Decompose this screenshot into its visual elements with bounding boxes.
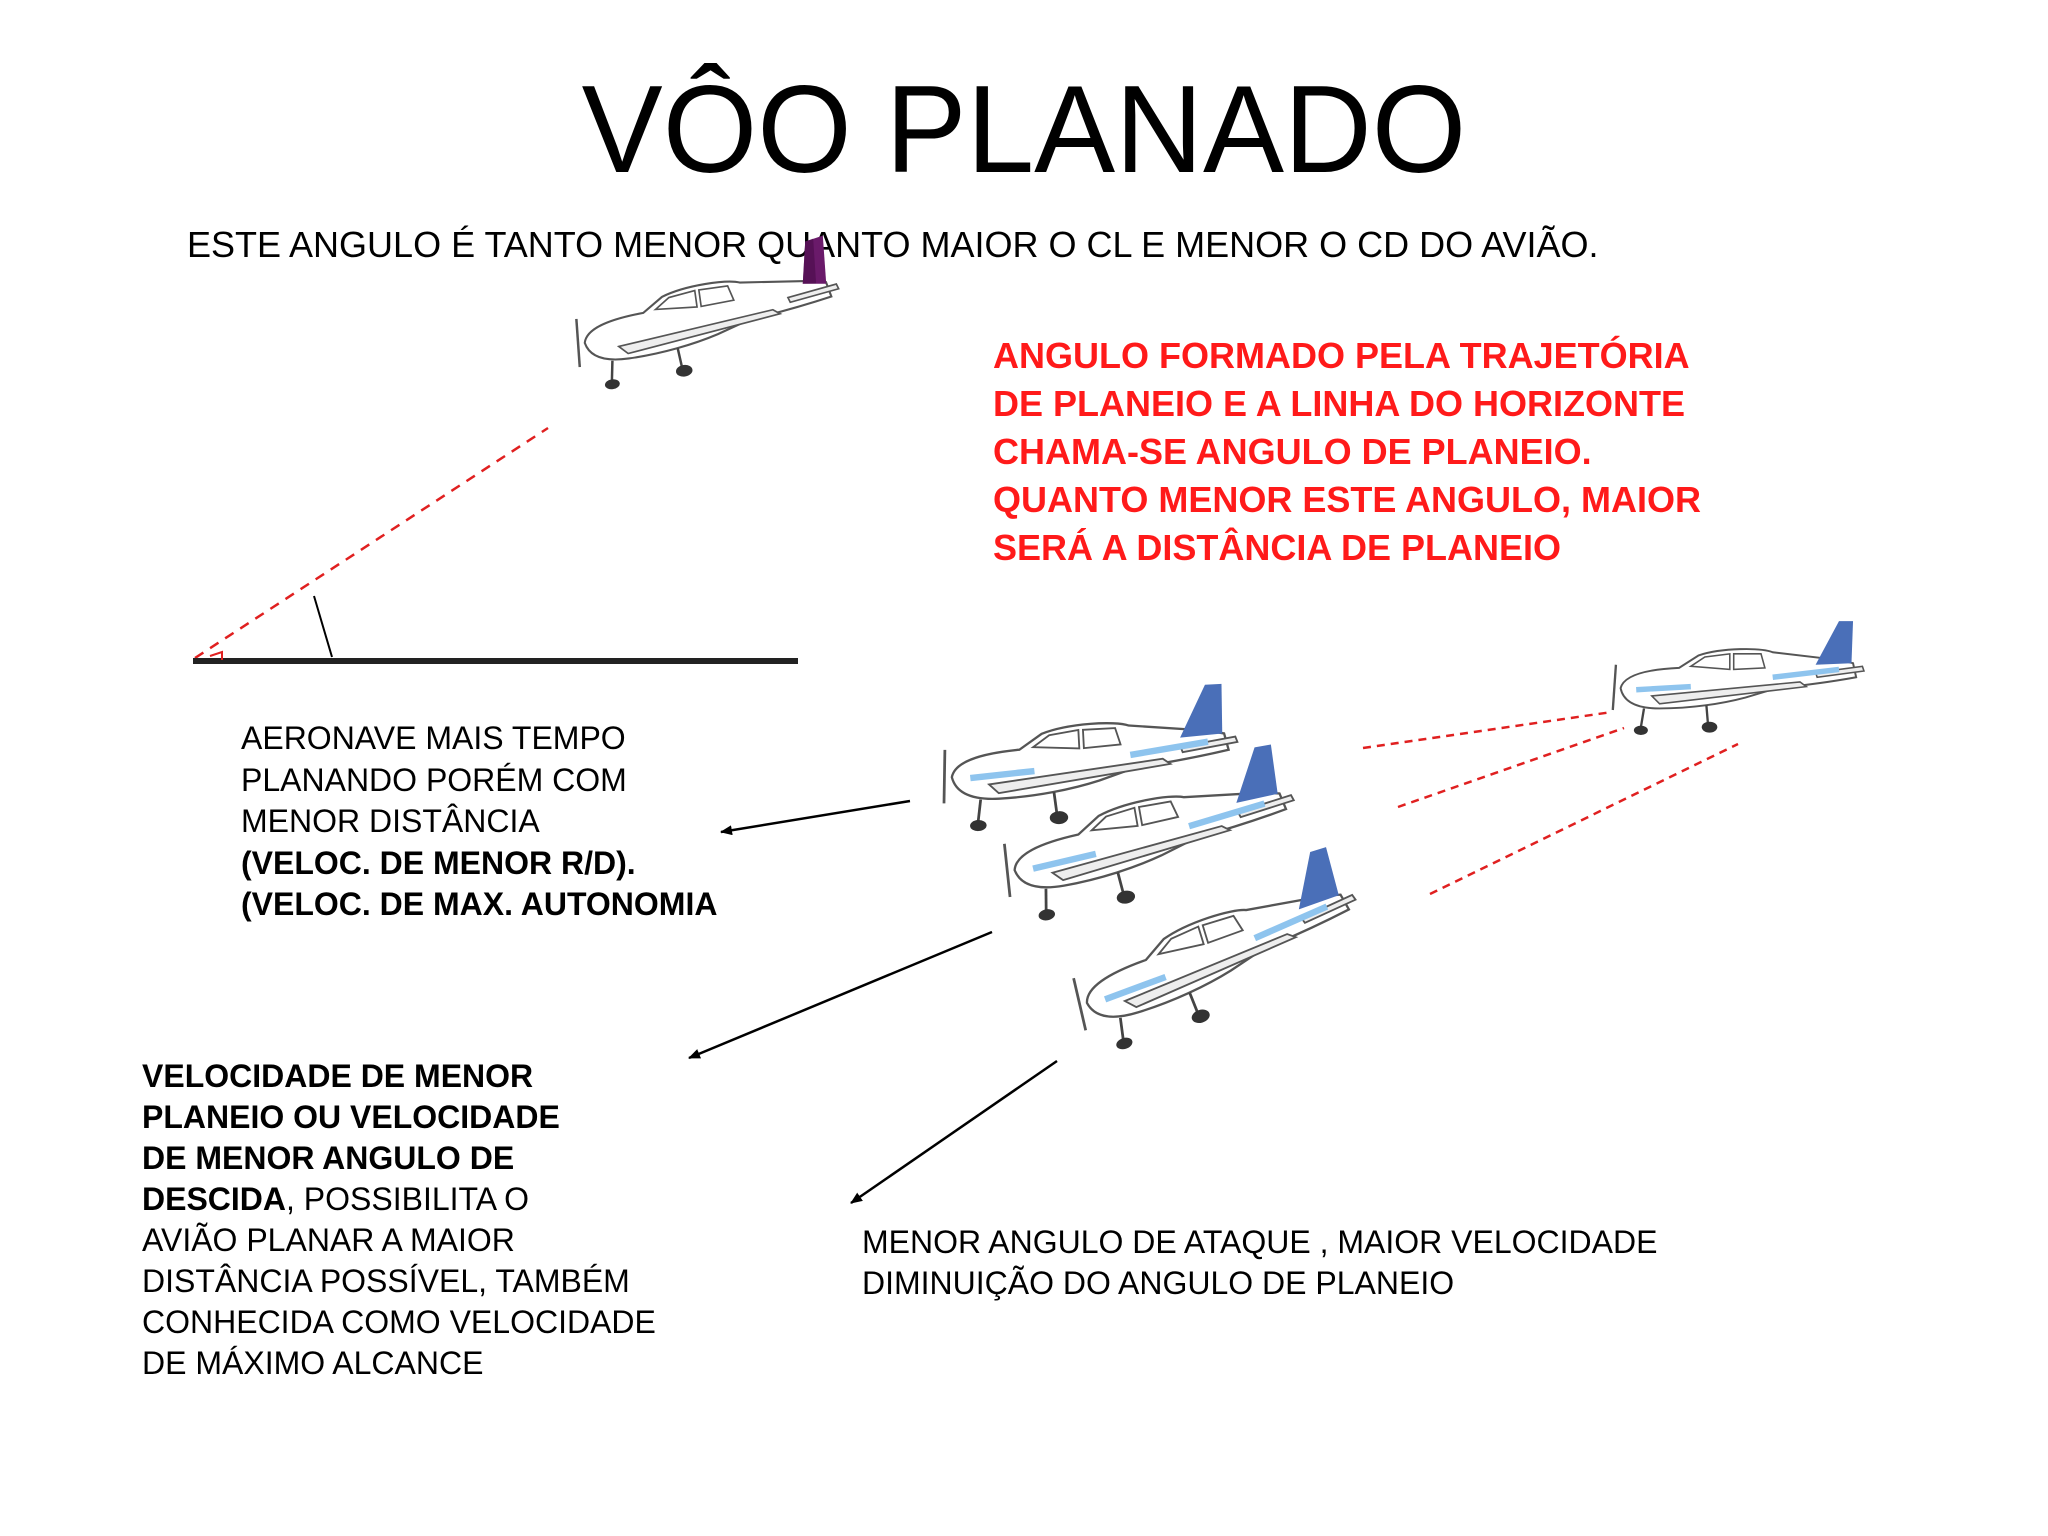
note-line: MENOR ANGULO DE ATAQUE , MAIOR VELOCIDAD… xyxy=(862,1224,1658,1260)
note-line-bold: PLANEIO OU VELOCIDADE xyxy=(142,1099,560,1135)
arrow-icon xyxy=(688,930,993,1060)
note-bold-word: DESCIDA xyxy=(142,1181,287,1217)
note-line: MENOR DISTÂNCIA xyxy=(241,803,540,839)
glide-angle-mark xyxy=(313,595,333,658)
airplane-blue-tail-icon xyxy=(1611,621,1866,737)
note-line: AVIÃO PLANAR A MAIOR xyxy=(142,1222,515,1258)
speed-fan-line-2 xyxy=(1397,726,1625,809)
note-line: AERONAVE MAIS TEMPO xyxy=(241,720,626,756)
note-line: DISTÂNCIA POSSÍVEL, TAMBÉM xyxy=(142,1263,630,1299)
note-line: CONHECIDA COMO VELOCIDADE xyxy=(142,1304,656,1340)
note-line-mixed: DESCIDA, POSSIBILITA O xyxy=(142,1179,656,1220)
arrow-icon xyxy=(720,799,911,836)
note-line-bold: (VELOC. DE MAX. AUTONOMIA xyxy=(241,886,718,922)
horizon-start-mark xyxy=(209,650,223,660)
high-speed-note: MENOR ANGULO DE ATAQUE , MAIOR VELOCIDAD… xyxy=(862,1222,1657,1304)
glide-path-line xyxy=(194,426,549,660)
airplane-blue-tail-icon xyxy=(1063,847,1379,1060)
max-endurance-note: AERONAVE MAIS TEMPO PLANANDO PORÉM COM M… xyxy=(241,718,717,926)
glide-angle-note-line: DE PLANEIO E A LINHA DO HORIZONTE xyxy=(993,383,1686,424)
page-title: VÔO PLANADO xyxy=(581,61,1467,199)
note-line: DIMINUIÇÃO DO ANGULO DE PLANEIO xyxy=(862,1265,1455,1301)
speed-fan-line-1 xyxy=(1362,710,1613,750)
airplane-purple-tail-icon xyxy=(569,235,850,395)
glide-angle-note-line: QUANTO MENOR ESTE ANGULO, MAIOR xyxy=(993,479,1702,520)
note-line: DE MÁXIMO ALCANCE xyxy=(142,1345,484,1381)
arrow-icon xyxy=(850,1059,1058,1205)
note-line-bold: DE MENOR ANGULO DE xyxy=(142,1140,515,1176)
note-line: PLANANDO PORÉM COM xyxy=(241,761,627,798)
airplane-blue-tail-icon xyxy=(938,683,1243,835)
note-line-bold: (VELOC. DE MENOR R/D). xyxy=(241,844,636,881)
note-word-rest: , POSSIBILITA O xyxy=(286,1181,530,1217)
subtitle: ESTE ANGULO É TANTO MENOR QUANTO MAIOR O… xyxy=(187,224,1599,265)
glide-angle-note-line: ANGULO FORMADO PELA TRAJETÓRIA xyxy=(993,335,1690,376)
note-line-bold: VELOCIDADE DE MENOR xyxy=(142,1058,534,1094)
airplane-blue-tail-icon xyxy=(996,744,1309,928)
glide-angle-note: ANGULO FORMADO PELA TRAJETÓRIA DE PLANEI… xyxy=(993,332,1701,572)
max-range-note: VELOCIDADE DE MENOR PLANEIO OU VELOCIDAD… xyxy=(142,1056,656,1384)
speed-fan-line-3 xyxy=(1429,742,1739,896)
glide-angle-note-line: SERÁ A DISTÂNCIA DE PLANEIO xyxy=(993,527,1562,568)
glide-angle-note-line: CHAMA-SE ANGULO DE PLANEIO. xyxy=(993,431,1592,472)
